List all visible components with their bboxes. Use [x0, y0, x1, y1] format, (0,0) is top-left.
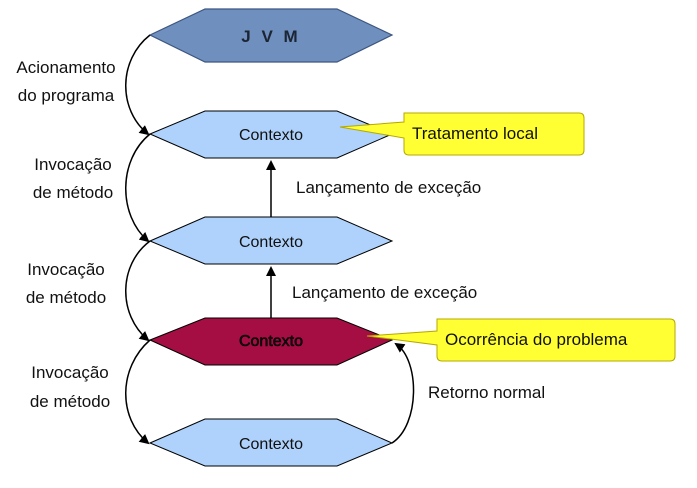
- callout-local-handling-text: Tratamento local: [412, 124, 538, 143]
- left-label-3-line2: de método: [26, 288, 106, 307]
- left-label-3: Invocação de método: [26, 260, 106, 307]
- context-node-problem: Contexto: [148, 317, 394, 366]
- invocation-arrow-4: [125, 339, 151, 445]
- left-label-3-line1: Invocação: [27, 260, 105, 279]
- left-label-2-line2: de método: [33, 183, 113, 202]
- left-label-1-line2: do programa: [18, 86, 115, 105]
- exception-label-1: Lançamento de exceção: [296, 178, 481, 197]
- left-label-4-line2: de método: [30, 392, 110, 411]
- left-label-1-line1: Acionamento: [16, 58, 115, 77]
- context-label-1: Contexto: [239, 127, 303, 144]
- invocation-arrow-3: [125, 240, 151, 342]
- invocation-arrow-2: [125, 133, 151, 243]
- jvm-node: J V M: [148, 8, 394, 63]
- callout-local-handling: Tratamento local: [339, 112, 585, 156]
- left-label-2-line1: Invocação: [34, 155, 112, 174]
- return-label: Retorno normal: [428, 383, 545, 402]
- left-label-4-line1: Invocação: [31, 363, 109, 382]
- invocation-arrow-1: [125, 34, 151, 136]
- callout-problem-text: Ocorrência do problema: [445, 330, 628, 349]
- context-node-2: Contexto: [148, 216, 394, 265]
- context-label-problem: Contexto: [239, 333, 303, 350]
- context-label-4: Contexto: [239, 436, 303, 453]
- callout-problem: Ocorrência do problema: [366, 318, 676, 362]
- left-label-2: Invocação de método: [33, 155, 113, 202]
- jvm-label: J V M: [241, 27, 300, 46]
- context-node-4: Contexto: [148, 418, 394, 467]
- left-label-4: Invocação de método: [30, 363, 110, 411]
- left-label-1: Acionamento do programa: [16, 58, 115, 105]
- exception-label-2: Lançamento de exceção: [292, 283, 477, 302]
- return-arrow: [391, 342, 415, 444]
- context-node-1: Contexto: [148, 110, 394, 159]
- context-label-2: Contexto: [239, 234, 303, 251]
